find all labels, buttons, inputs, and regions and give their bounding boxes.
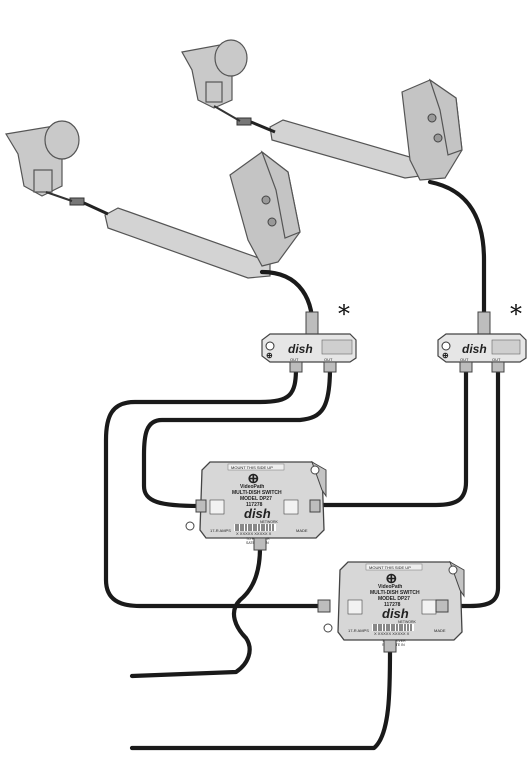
barcode-icon: [234, 524, 276, 531]
splitter-left: ⊕ dish OUT OUT *: [261, 300, 357, 373]
switch-upper: MOUNT THIS SIDE UP ⴲ VideoPath MULTI-DIS…: [185, 460, 327, 551]
dish-arm-back: [269, 119, 421, 179]
switch-name: MULTI-DISH SWITCH: [370, 590, 420, 596]
splitter-brand: dish: [462, 342, 487, 356]
splitter-brand: dish: [288, 342, 313, 356]
cable-dish-back-to-splitter-right: [427, 179, 487, 338]
cables: [103, 179, 501, 751]
switch-model: MODEL DP27: [240, 496, 272, 502]
dish-mount-front-face: [260, 150, 301, 239]
lnb-feedhorn-icon: [5, 120, 85, 206]
switch-product: VideoPath: [378, 584, 402, 590]
dish-assembly-front: [5, 120, 301, 279]
switch-part: 117278: [246, 502, 263, 508]
switch-brand-sub: NETWORK: [398, 620, 417, 624]
switch-top-label: MOUNT THIS SIDE UP: [369, 565, 411, 570]
cable-splitter-left-out2: [141, 365, 333, 509]
splitter-note-asterisk: *: [338, 300, 350, 328]
cable-splitter-right-out2: [435, 365, 501, 609]
cable-upper-switch-to-receiver: [129, 545, 263, 679]
lnb-feedhorn-icon: [181, 39, 252, 126]
switch-barcode-text: X XXXXX XXXXX X: [374, 631, 410, 636]
switch-made: MADE: [434, 628, 446, 633]
cable-splitter-left-out1: [103, 365, 323, 609]
switch-lower: MOUNT THIS SIDE UP ⴲ VideoPath MULTI-DIS…: [317, 560, 465, 653]
switch-power: 17-R AMPS: [348, 628, 369, 633]
switch-power: 17-R AMPS: [210, 528, 231, 533]
svg-text:ⴲ: ⴲ: [386, 572, 397, 586]
switch-top-label: MOUNT THIS SIDE UP: [231, 465, 273, 470]
switch-name: MULTI-DISH SWITCH: [232, 490, 282, 496]
barcode-icon: [372, 624, 414, 631]
switch-brand-sub: NETWORK: [260, 520, 279, 524]
switch-part: 117278: [384, 602, 401, 608]
splitter-port-out-left: OUT: [290, 357, 299, 362]
svg-text:⊕: ⊕: [266, 351, 273, 360]
svg-text:⊕: ⊕: [442, 351, 449, 360]
switch-product: VideoPath: [240, 484, 264, 490]
svg-text:ⴲ: ⴲ: [248, 472, 259, 486]
switch-model: MODEL DP27: [378, 596, 410, 602]
dish-mount-back-face: [428, 78, 463, 156]
cable-lower-switch-to-receiver: [129, 647, 393, 751]
dish-assembly-back: [181, 39, 463, 181]
cable-splitter-right-out1: [309, 365, 469, 508]
splitter-port-out-left: OUT: [460, 357, 469, 362]
dish-arm-front: [104, 207, 271, 279]
switch-brand: dish: [244, 506, 271, 521]
switch-brand: dish: [382, 606, 409, 621]
splitter-port-out-right: OUT: [492, 357, 501, 362]
splitter-right: ⊕ dish OUT OUT *: [437, 300, 527, 373]
splitter-note-asterisk: *: [510, 300, 522, 328]
splitter-port-out-right: OUT: [324, 357, 333, 362]
cable-dish-front-to-splitter-left: [259, 269, 315, 338]
switch-made: MADE: [296, 528, 308, 533]
switch-barcode-text: X XXXXX XXXXX X: [236, 531, 272, 536]
